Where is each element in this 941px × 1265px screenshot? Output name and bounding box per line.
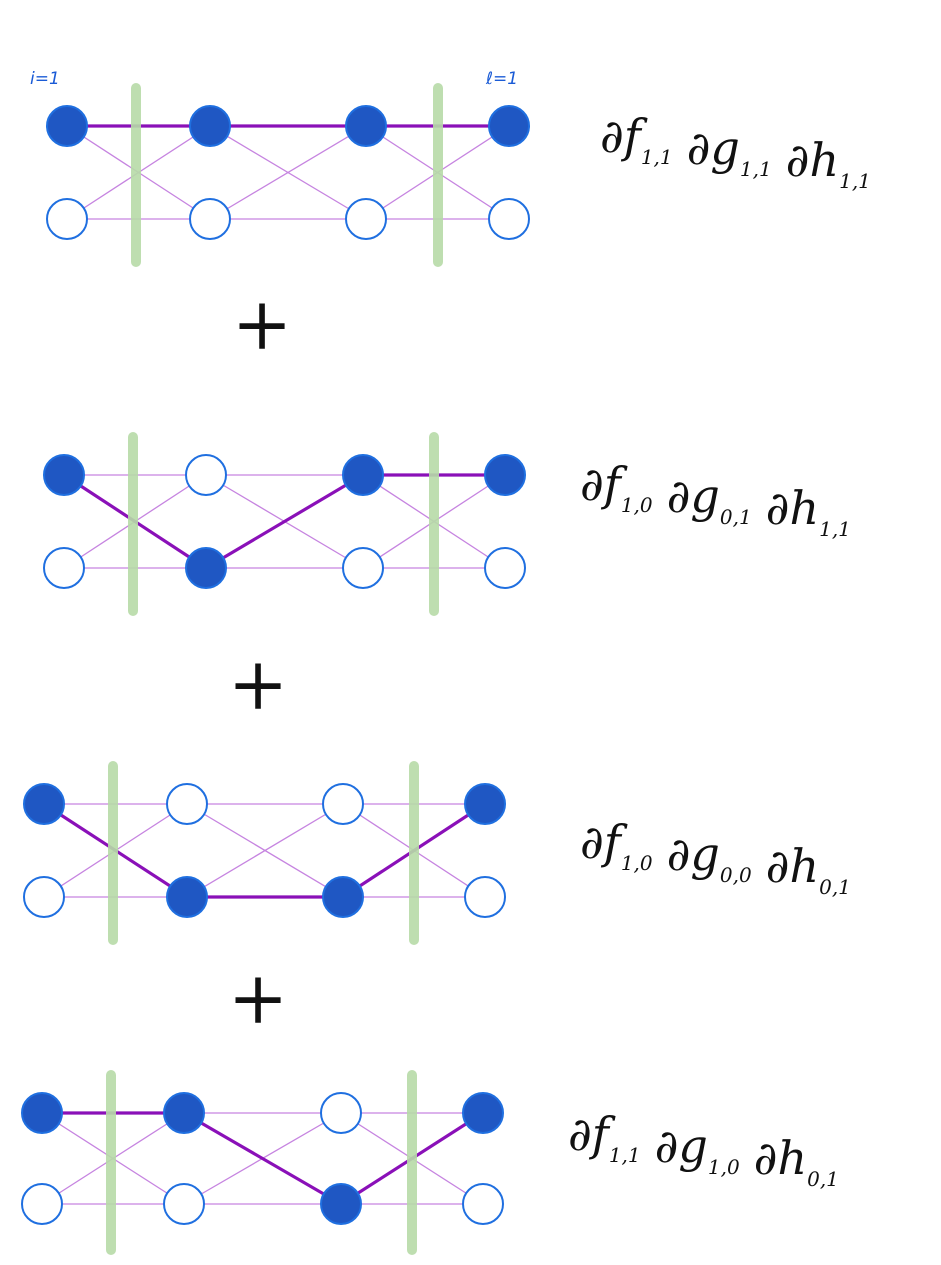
derivative-symbol: ∂h <box>766 839 819 893</box>
selected-node <box>43 454 85 496</box>
selected-node <box>322 876 364 918</box>
node <box>21 1183 63 1225</box>
derivative-subscript: 0,1 <box>720 505 752 529</box>
selected-node <box>21 1092 63 1134</box>
node <box>345 198 387 240</box>
derivative-symbol: ∂f <box>568 1107 616 1161</box>
selected-node <box>342 454 384 496</box>
network-diagram-4: ∂f1,1 ∂g1,0 ∂h0,1 <box>21 1070 839 1255</box>
node <box>488 198 530 240</box>
node <box>320 1092 362 1134</box>
label-i-equals-1: i=1 <box>30 69 60 89</box>
plus-sign-2: + <box>228 642 288 726</box>
network-diagram-2: ∂f1,0 ∂g0,1 ∂h1,1 <box>43 432 851 616</box>
derivative-subscript: 1,1 <box>641 145 673 169</box>
selected-node <box>189 105 231 147</box>
network-diagram-3: ∂f1,0 ∂g0,0 ∂h0,1 <box>23 761 851 945</box>
node <box>462 1183 504 1225</box>
plus-sign-1: + <box>232 282 292 366</box>
selected-node <box>185 547 227 589</box>
selected-path-edge <box>182 1111 343 1206</box>
node <box>43 547 85 589</box>
selected-node <box>488 105 530 147</box>
plus-layer: + + + <box>228 282 292 1040</box>
derivative-symbol: ∂f <box>600 109 648 163</box>
selected-node <box>345 105 387 147</box>
derivative-subscript: 1,1 <box>609 1143 641 1167</box>
node <box>185 454 227 496</box>
selected-node <box>464 783 506 825</box>
selected-node <box>166 876 208 918</box>
derivative-symbol: ∂f <box>580 815 628 869</box>
derivative-product-equation: ∂f1,0 ∂g0,0 ∂h0,1 <box>580 815 851 899</box>
derivative-subscript: 0,0 <box>720 863 752 887</box>
selected-node <box>46 105 88 147</box>
derivative-symbol: ∂h <box>766 481 819 535</box>
derivative-subscript: 1,1 <box>740 157 772 181</box>
derivative-subscript: 1,1 <box>839 169 871 193</box>
network-diagram-1: ∂f1,1∂g1,1∂h1,1 <box>46 83 871 267</box>
network-edge <box>209 125 367 220</box>
derivative-subscript: 1,0 <box>621 851 653 875</box>
selected-node <box>484 454 526 496</box>
derivative-symbol: ∂g <box>667 469 720 523</box>
derivative-symbol: ∂g <box>687 121 740 175</box>
derivative-product-equation: ∂f1,1∂g1,1∂h1,1 <box>600 109 871 193</box>
node <box>322 783 364 825</box>
node <box>166 783 208 825</box>
selected-node <box>462 1092 504 1134</box>
derivative-subscript: 0,1 <box>807 1167 839 1191</box>
diagrams-layer: ∂f1,1∂g1,1∂h1,1∂f1,0∂g0,1∂h1,1∂f1,0∂g0,0… <box>21 83 871 1255</box>
derivative-product-equation: ∂f1,0 ∂g0,1 ∂h1,1 <box>580 457 851 541</box>
node <box>46 198 88 240</box>
derivative-subscript: 1,1 <box>819 517 851 541</box>
label-l-equals-1: ℓ=1 <box>485 69 518 89</box>
selected-node <box>163 1092 205 1134</box>
derivative-symbol: ∂g <box>667 827 720 881</box>
selected-node <box>320 1183 362 1225</box>
derivative-product-equation: ∂f1,1 ∂g1,0 ∂h0,1 <box>568 1107 839 1191</box>
selected-node <box>23 783 65 825</box>
derivative-subscript: 1,0 <box>708 1155 740 1179</box>
derivative-symbol: ∂h <box>754 1131 807 1185</box>
node <box>163 1183 205 1225</box>
node <box>342 547 384 589</box>
derivative-subscript: 1,0 <box>621 493 653 517</box>
selected-path-edge <box>204 473 365 570</box>
node <box>23 876 65 918</box>
derivative-subscript: 0,1 <box>819 875 851 899</box>
network-edge <box>186 803 344 898</box>
derivative-symbol: ∂h <box>786 133 839 187</box>
node <box>189 198 231 240</box>
node <box>484 547 526 589</box>
derivative-symbol: ∂g <box>655 1119 708 1173</box>
node <box>464 876 506 918</box>
plus-sign-3: + <box>228 956 288 1040</box>
derivative-symbol: ∂f <box>580 457 628 511</box>
